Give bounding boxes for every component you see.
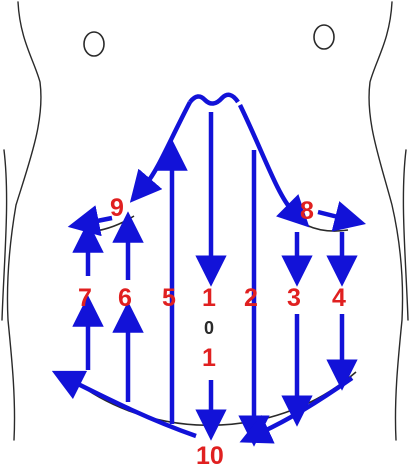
torso-right-outline <box>369 2 402 440</box>
label-8: 8 <box>300 197 314 225</box>
left-nipple-icon <box>84 32 104 56</box>
right-nipple-icon <box>314 25 334 49</box>
label-2: 2 <box>244 284 258 312</box>
torso-left-outline <box>7 2 41 440</box>
arrow-9-left <box>92 218 112 222</box>
label-3: 3 <box>287 284 301 312</box>
label-10: 10 <box>196 442 224 470</box>
label-1-lower: 1 <box>202 344 216 372</box>
label-1: 1 <box>202 284 216 312</box>
arrow-10-right <box>262 378 352 432</box>
label-7: 7 <box>78 284 92 312</box>
navel-label: 0 <box>204 318 214 338</box>
label-6: 6 <box>118 284 132 312</box>
sternum-peak <box>190 95 238 104</box>
arrow-8 <box>240 105 292 210</box>
torso-left-edge <box>2 150 7 320</box>
right-rib-contour <box>285 208 348 231</box>
arrow-9 <box>146 102 190 184</box>
label-4: 4 <box>332 284 346 312</box>
torso-right-edge <box>403 150 408 320</box>
arrow-8-right <box>318 212 342 218</box>
label-9: 9 <box>110 194 124 222</box>
arrow-10-left <box>74 382 196 436</box>
label-5: 5 <box>162 284 176 312</box>
